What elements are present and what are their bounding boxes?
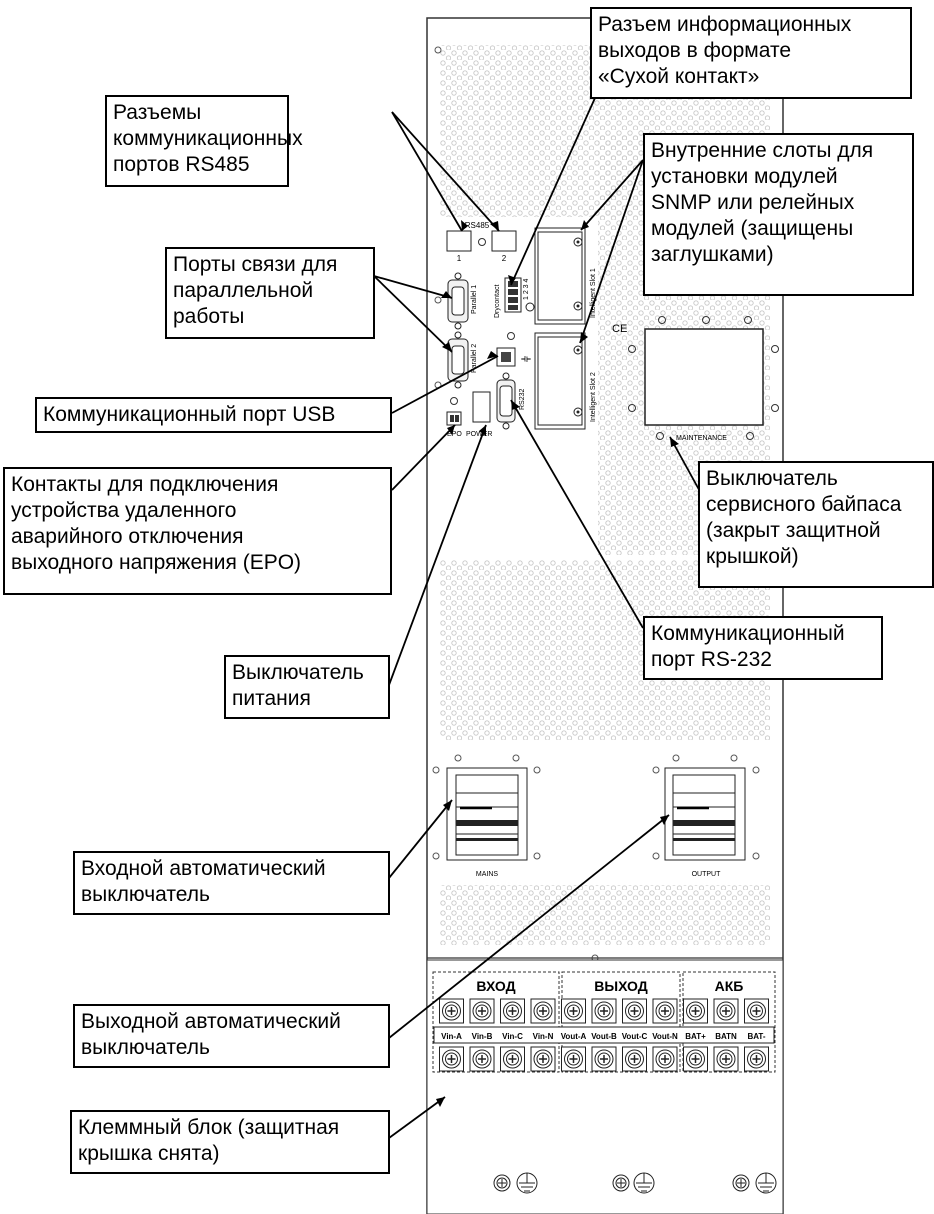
terminal-screw-top[interactable] [500, 998, 525, 1024]
rs232-port[interactable] [496, 372, 516, 430]
terminal-group-input: ВХОД [476, 978, 515, 994]
terminal-strip: Vin-A Vin-B Vin-C Vin-N Vout-A Vout-B Vout-C Vo… [433, 998, 775, 1072]
ground-terminal[interactable] [732, 1172, 777, 1194]
intelligent-slot-1[interactable] [534, 227, 586, 325]
mains-label: MAINS [476, 871, 499, 878]
terminal-group-output: ВЫХОД [594, 978, 647, 994]
rs485-port-1-label: 1 [457, 254, 462, 263]
terminal-screw-top[interactable] [622, 998, 647, 1024]
terminal-section [426, 959, 784, 1214]
terminal-screw-bottom[interactable] [591, 1046, 617, 1072]
terminal-label: BAT+ [685, 1032, 706, 1041]
epo-led [450, 397, 458, 405]
parallel-port-1-label: Parallel 1 [471, 285, 478, 314]
callout-mains-breaker: Входной автоматический выключатель [73, 851, 390, 915]
epo-connector[interactable] [446, 411, 462, 426]
terminal-label: Vin-A [441, 1032, 462, 1041]
terminal-label: Vout-N [652, 1032, 678, 1041]
rs485-label: RS485 [465, 221, 490, 230]
terminal-screw-top[interactable] [561, 998, 586, 1024]
terminal-label-bar [433, 1026, 775, 1044]
terminal-group-frame-input [432, 971, 560, 1073]
callout-terminal-block: Клеммный блок (защитная крышка снята) [70, 1110, 390, 1174]
slot-1-label: Intelligent Slot 1 [590, 268, 597, 318]
drycontact-pins-label: 1 2 3 4 [523, 278, 530, 300]
parallel-port-1[interactable] [447, 272, 469, 330]
ground-terminal[interactable] [493, 1172, 538, 1194]
slot-2-label: Intelligent Slot 2 [590, 372, 597, 422]
rs485-port-2[interactable] [491, 230, 517, 252]
terminal-screw-bottom[interactable] [469, 1046, 495, 1072]
terminal-screw-bottom[interactable] [530, 1046, 556, 1072]
terminal-screw-bottom[interactable] [652, 1046, 678, 1072]
terminal-screw-bottom[interactable] [683, 1046, 708, 1072]
terminal-screw-top[interactable] [744, 998, 769, 1024]
callout-drycontact: Разъем информационных выходов в формате … [590, 7, 912, 99]
terminal-screw-top[interactable] [439, 998, 464, 1024]
power-label: POWER [466, 431, 492, 438]
maintenance-bypass-cover[interactable] [628, 316, 779, 440]
terminal-label: Vout-C [622, 1032, 648, 1041]
usb-port[interactable] [496, 347, 516, 367]
terminal-label: BATN [715, 1032, 737, 1041]
terminal-screw-bottom[interactable] [622, 1046, 647, 1072]
maintenance-label: MAINTENANCE [676, 435, 727, 442]
panel-screw [434, 46, 442, 54]
callout-rs232-port: Коммуникационный порт RS-232 [643, 616, 883, 680]
vent-lower [440, 885, 770, 945]
callout-epo-contacts: Контакты для подключения устройства удал… [3, 467, 392, 595]
terminal-screw-top[interactable] [713, 998, 739, 1024]
callout-usb-port: Коммуникационный порт USB [35, 397, 392, 433]
rs232-label: RS232 [519, 388, 526, 410]
power-switch[interactable] [472, 391, 491, 423]
mains-breaker[interactable] [432, 754, 541, 861]
epo-label: EPO [447, 431, 462, 438]
parallel-port-2[interactable] [447, 331, 469, 389]
terminal-screw-top[interactable] [683, 998, 708, 1024]
intelligent-slot-2[interactable] [534, 332, 586, 430]
status-led [507, 332, 515, 340]
callout-rs485-ports: Разъемы коммуникационных портов RS485 [105, 95, 303, 187]
rs485-port-2-label: 2 [502, 254, 507, 263]
usb-icon: ⟛ [521, 353, 531, 365]
terminal-screw-top[interactable] [591, 998, 617, 1024]
terminal-group-frame-battery [682, 971, 776, 1073]
terminal-screw-top[interactable] [652, 998, 678, 1024]
terminal-screw-bottom[interactable] [713, 1046, 739, 1072]
callout-parallel-ports: Порты связи для параллельной работы [165, 247, 375, 339]
terminal-label: Vout-B [591, 1032, 617, 1041]
ce-mark: CE [612, 323, 627, 335]
terminal-label: Vin-N [533, 1032, 554, 1041]
terminal-screw-bottom[interactable] [500, 1046, 525, 1072]
callout-power-switch: Выключатель питания [224, 655, 390, 719]
leader-arrowheads [436, 220, 679, 1107]
rs485-port-1[interactable] [446, 230, 472, 252]
rs485-led [478, 238, 486, 246]
terminal-screw-top[interactable] [530, 998, 556, 1024]
drycontact-label: Drycontact [494, 284, 501, 318]
callout-intelligent-slots: Внутренние слоты для установки модулей S… [643, 133, 914, 296]
parallel-port-2-label: Parallel 2 [471, 344, 478, 373]
terminal-screw-bottom[interactable] [744, 1046, 769, 1072]
terminal-group-battery: АКБ [715, 978, 744, 994]
output-label: OUTPUT [692, 871, 722, 878]
terminal-label: Vout-A [561, 1032, 587, 1041]
ground-terminal[interactable] [612, 1172, 655, 1194]
callout-output-breaker: Выходной автоматический выключатель [73, 1004, 390, 1068]
terminal-label: BAT- [747, 1032, 765, 1041]
terminal-screw-bottom[interactable] [561, 1046, 586, 1072]
terminal-screw-bottom[interactable] [439, 1046, 464, 1072]
leader-lines [373, 77, 709, 1139]
terminal-label: Vin-B [472, 1032, 493, 1041]
panel-screw [434, 296, 442, 304]
output-breaker[interactable] [652, 754, 760, 861]
terminal-label: Vin-C [502, 1032, 523, 1041]
callout-maintenance-bypass: Выключатель сервисного байпаса (закрыт з… [698, 461, 934, 588]
terminal-screw-top[interactable] [469, 998, 495, 1024]
